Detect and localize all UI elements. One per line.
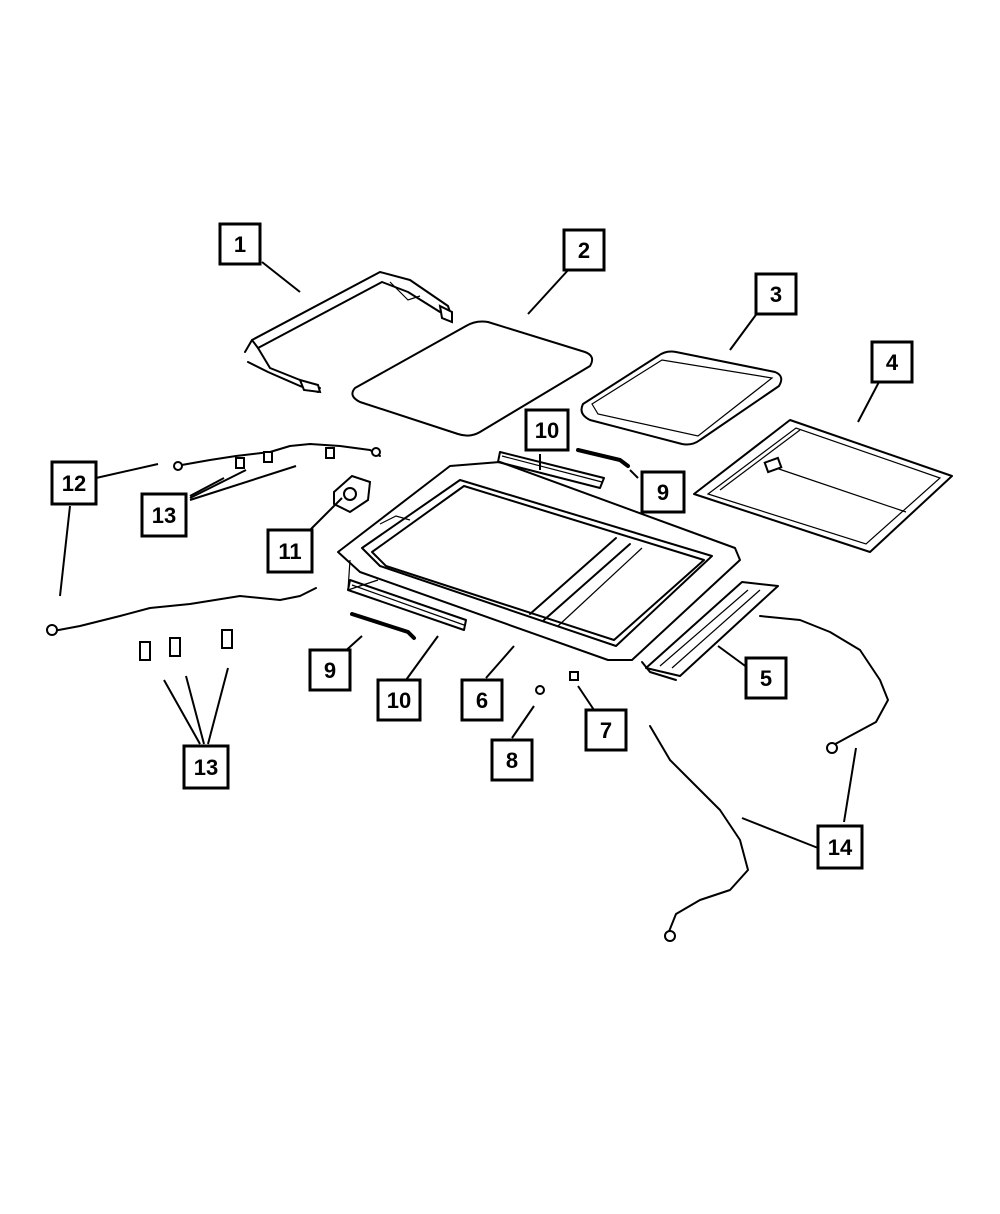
svg-text:13: 13 xyxy=(152,503,176,528)
callout-14: 14 xyxy=(816,824,864,870)
callout-7: 7 xyxy=(584,708,628,752)
svg-text:13: 13 xyxy=(194,755,218,780)
callout-11: 11 xyxy=(266,528,314,574)
part-9-lower-seal xyxy=(350,612,416,640)
svg-text:2: 2 xyxy=(578,238,590,263)
leader-lines xyxy=(59,261,881,849)
svg-text:9: 9 xyxy=(657,480,669,505)
part-11-motor xyxy=(333,474,372,514)
part-1-frame xyxy=(244,271,453,394)
part-9-top-seal xyxy=(576,448,630,468)
callout-12: 12 xyxy=(50,460,98,506)
part-12-drain-tube-lower xyxy=(46,587,317,636)
svg-text:6: 6 xyxy=(476,688,488,713)
part-13-clips-lower xyxy=(139,629,233,661)
svg-text:5: 5 xyxy=(760,666,772,691)
callout-4: 4 xyxy=(870,340,914,384)
part-10-lower-deflector xyxy=(347,579,467,631)
part-14-drain-tube-left xyxy=(649,725,749,942)
callout-10-top: 10 xyxy=(524,408,570,452)
svg-text:8: 8 xyxy=(506,748,518,773)
part-8-fastener xyxy=(535,685,545,695)
part-14-drain-tube-right xyxy=(759,615,889,754)
part-6-main-frame xyxy=(337,461,741,661)
callout-2: 2 xyxy=(562,228,606,272)
svg-text:7: 7 xyxy=(600,718,612,743)
callout-9-top: 9 xyxy=(640,470,686,514)
part-3-glass-seal xyxy=(580,350,783,446)
svg-text:3: 3 xyxy=(770,282,782,307)
svg-text:1: 1 xyxy=(234,232,246,257)
svg-text:9: 9 xyxy=(324,658,336,683)
part-12-drain-tube-upper xyxy=(173,443,381,471)
part-4-sunshade xyxy=(693,419,953,553)
callout-13-top: 13 xyxy=(140,492,188,538)
svg-text:11: 11 xyxy=(278,539,301,564)
svg-text:10: 10 xyxy=(535,418,559,443)
part-10-top-deflector xyxy=(497,451,605,489)
callout-5: 5 xyxy=(744,656,788,700)
callout-9-bottom: 9 xyxy=(308,648,352,692)
svg-text:10: 10 xyxy=(387,688,411,713)
part-5-rear-rail xyxy=(641,581,779,681)
callout-8: 8 xyxy=(490,738,534,782)
callout-10-bottom: 10 xyxy=(376,678,422,722)
svg-text:12: 12 xyxy=(62,471,86,496)
callout-1: 1 xyxy=(218,222,262,266)
svg-text:4: 4 xyxy=(886,350,899,375)
callout-3: 3 xyxy=(754,272,798,316)
callout-13-bottom: 13 xyxy=(182,744,230,790)
part-2-glass xyxy=(351,320,594,437)
svg-text:14: 14 xyxy=(828,835,853,860)
part-7-fastener xyxy=(569,671,579,681)
callout-6: 6 xyxy=(460,678,504,722)
